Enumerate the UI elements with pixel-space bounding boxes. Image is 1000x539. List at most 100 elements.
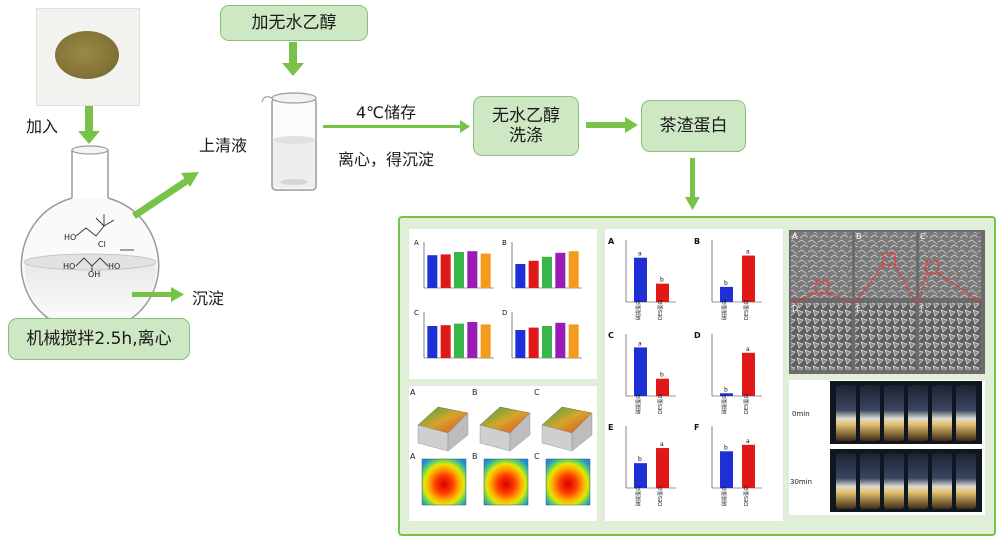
sf-bar [454, 252, 464, 288]
contour-b [483, 458, 529, 506]
label-storage: 4℃储存 [356, 103, 417, 122]
single-factor-panel [408, 228, 598, 380]
sf-bar [427, 326, 438, 358]
arrow-to-supernatant [132, 172, 199, 219]
cmp-panel-letter: D [694, 331, 701, 340]
sem-mark-b: B [856, 232, 862, 241]
powder-pile [55, 31, 119, 79]
cmp-category-label: DES蛋白 [743, 394, 750, 414]
cmp-bar [656, 283, 669, 302]
sf-bar [454, 323, 464, 358]
arrow-ethanol-down [282, 42, 304, 76]
cmp-sig-label: b [638, 456, 642, 463]
tea-residue-protein-box: 茶渣蛋白 [641, 100, 746, 152]
sf-bar [515, 264, 526, 288]
label-precipitate: 沉淀 [192, 289, 225, 308]
cmp-sig-label: b [724, 444, 728, 451]
sf-bar [515, 330, 526, 358]
sf-bar [427, 255, 438, 288]
sem-tile-5 [855, 303, 916, 370]
sf-bar [528, 260, 539, 288]
ethanol-wash-label-2: 洗涤 [509, 126, 543, 146]
contour-c [545, 458, 591, 506]
sf-bar [440, 325, 451, 358]
vial-row-label-30min: 30min [790, 478, 813, 486]
sem-zoom-box-3 [925, 260, 939, 274]
sem-zoom-box-2 [882, 252, 896, 266]
sf-bar [555, 252, 566, 288]
add-ethanol-box: 加无水乙醇 [220, 5, 368, 41]
cmp-category-label: 碱提蛋白 [635, 300, 642, 320]
sem-mark-f: F [920, 304, 925, 313]
cmp-sig-label: a [746, 438, 750, 445]
cmp-category-label: DES蛋白 [657, 300, 664, 320]
sf-bar [440, 254, 451, 288]
cmp-category-label: 碱提蛋白 [721, 394, 728, 414]
ethanol-wash-label-1: 无水乙醇 [492, 105, 560, 126]
vial-row-label-0min: 0min [792, 410, 810, 418]
cmp-bar [656, 448, 669, 488]
tea-powder-photo [36, 8, 140, 106]
vial-row-30min [836, 453, 976, 509]
stir-centrifuge-box: 机械搅拌2.5h,离心 [8, 318, 190, 360]
surface-letter-5: B [472, 452, 478, 461]
ethanol-wash-box: 无水乙醇 洗涤 [473, 96, 579, 156]
cmp-category-label: DES蛋白 [743, 300, 750, 320]
cmp-panel-letter: A [608, 237, 615, 246]
sem-tile-3 [919, 232, 981, 298]
cmp-panel-letter: B [694, 237, 700, 246]
sf-panel-letter: A [414, 239, 419, 247]
sem-images [790, 232, 982, 370]
cmp-sig-label: a [746, 346, 750, 353]
comparison-charts: Aa碱提蛋白bDES蛋白Bb碱提蛋白aDES蛋白Ca碱提蛋白bDES蛋白Db碱提… [608, 237, 762, 506]
flask-oh: OH [88, 270, 101, 279]
cmp-category-label: 碱提蛋白 [721, 486, 728, 506]
sem-mark-e: E [856, 304, 862, 313]
sf-bar [555, 322, 566, 358]
cmp-panel-letter: E [608, 423, 613, 432]
cmp-sig-label: a [746, 249, 750, 256]
sf-bar [480, 324, 491, 358]
arrow-to-ethanol-wash [323, 120, 470, 133]
sf-bar [467, 251, 478, 288]
surface-letter-2: B [472, 388, 478, 397]
sf-panel-letter: C [414, 309, 419, 317]
sf-bar [528, 327, 539, 358]
label-centrifuge-precipitate: 离心，得沉淀 [338, 150, 435, 169]
surface-3d-c [541, 406, 593, 452]
cmp-bar [720, 451, 733, 488]
sf-bar [480, 253, 491, 288]
cmp-category-label: 碱提蛋白 [721, 300, 728, 320]
cmp-panel-letter: F [694, 423, 699, 432]
sf-panel-letter: D [502, 309, 507, 317]
surface-3d-a [417, 406, 469, 452]
cmp-bar [720, 286, 733, 302]
sem-tile-6 [919, 303, 981, 370]
cmp-category-label: 碱提蛋白 [635, 486, 642, 506]
sf-bar [568, 251, 579, 288]
sem-tile-4 [791, 303, 852, 370]
arrow-to-precipitate [132, 287, 184, 302]
cmp-category-label: DES蛋白 [657, 486, 664, 506]
sem-tile-1 [791, 232, 852, 298]
sf-panel-letter: B [502, 239, 507, 247]
cmp-bar [720, 393, 733, 396]
label-add-in: 加入 [26, 117, 59, 136]
sf-bar [542, 256, 552, 288]
cmp-bar [742, 444, 755, 488]
flask-ho-left: HO [63, 262, 76, 271]
vial-photos [830, 381, 982, 512]
sf-bar [467, 322, 478, 358]
surface-letter-3: C [534, 388, 540, 397]
cmp-category-label: 碱提蛋白 [635, 394, 642, 414]
cmp-bar [634, 463, 647, 488]
vial-row-0min [836, 385, 976, 441]
cmp-panel-letter: C [608, 331, 614, 340]
flask-ho-right: HO [108, 262, 121, 271]
arrow-protein-down [685, 158, 700, 210]
cmp-category-label: DES蛋白 [657, 394, 664, 414]
